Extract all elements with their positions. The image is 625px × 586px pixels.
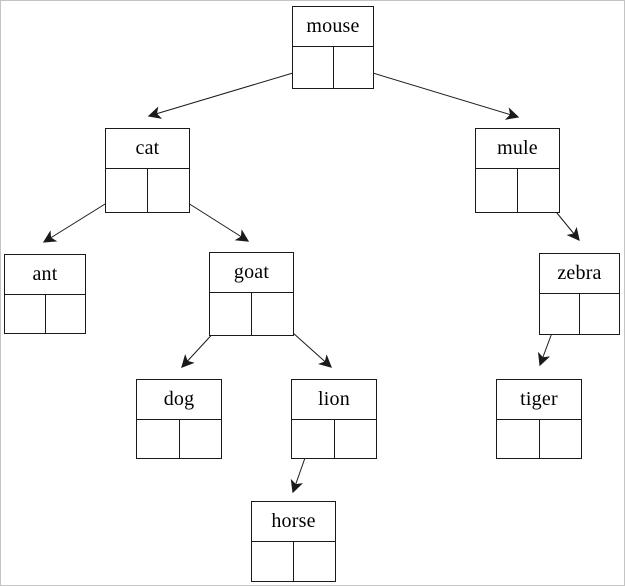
node-dog-label: dog bbox=[137, 380, 221, 420]
node-goat-pointer-cells bbox=[210, 293, 293, 335]
node-lion-right-pointer-cell bbox=[333, 420, 377, 458]
node-goat: goat bbox=[209, 252, 294, 336]
node-lion-pointer-cells bbox=[292, 420, 376, 458]
node-tiger-label: tiger bbox=[497, 380, 581, 420]
node-mouse-label: mouse bbox=[293, 7, 373, 47]
node-mouse-left-pointer-cell bbox=[293, 47, 333, 88]
node-tiger-right-pointer-cell bbox=[538, 420, 582, 458]
node-mouse: mouse bbox=[292, 6, 374, 89]
node-zebra-right-pointer-cell bbox=[579, 294, 619, 334]
edge-mouse-right-mule bbox=[352, 66, 520, 120]
node-goat-left-pointer-cell bbox=[210, 293, 251, 335]
node-horse: horse bbox=[251, 501, 336, 582]
node-zebra-label: zebra bbox=[540, 254, 619, 294]
node-mule-label: mule bbox=[476, 129, 559, 169]
node-cat: cat bbox=[105, 128, 190, 213]
node-horse-right-pointer-cell bbox=[293, 542, 335, 581]
node-tiger-left-pointer-cell bbox=[497, 420, 539, 458]
node-horse-left-pointer-cell bbox=[252, 542, 293, 581]
node-dog-pointer-cells bbox=[137, 420, 221, 458]
node-mule: mule bbox=[475, 128, 560, 213]
node-dog: dog bbox=[136, 379, 222, 459]
node-mule-pointer-cells bbox=[476, 169, 559, 212]
node-dog-right-pointer-cell bbox=[178, 420, 222, 458]
node-mule-right-pointer-cell bbox=[517, 169, 559, 212]
node-mule-left-pointer-cell bbox=[476, 169, 517, 212]
node-lion: lion bbox=[291, 379, 377, 459]
node-lion-label: lion bbox=[292, 380, 376, 420]
node-ant: ant bbox=[4, 254, 86, 334]
node-mouse-pointer-cells bbox=[293, 47, 373, 88]
node-goat-label: goat bbox=[210, 253, 293, 293]
node-mouse-right-pointer-cell bbox=[332, 47, 374, 88]
node-ant-left-pointer-cell bbox=[5, 295, 45, 333]
node-tiger: tiger bbox=[496, 379, 582, 459]
node-ant-pointer-cells bbox=[5, 295, 85, 333]
node-zebra: zebra bbox=[539, 253, 620, 335]
node-horse-label: horse bbox=[252, 502, 335, 542]
node-zebra-left-pointer-cell bbox=[540, 294, 579, 334]
node-tiger-pointer-cells bbox=[497, 420, 581, 458]
edge-mouse-left-cat bbox=[147, 66, 314, 119]
node-lion-left-pointer-cell bbox=[292, 420, 334, 458]
node-dog-left-pointer-cell bbox=[137, 420, 179, 458]
node-horse-pointer-cells bbox=[252, 542, 335, 581]
node-goat-right-pointer-cell bbox=[251, 293, 293, 335]
node-ant-right-pointer-cell bbox=[44, 295, 86, 333]
node-cat-right-pointer-cell bbox=[147, 169, 189, 212]
node-ant-label: ant bbox=[5, 255, 85, 295]
node-cat-pointer-cells bbox=[106, 169, 189, 212]
node-cat-left-pointer-cell bbox=[106, 169, 147, 212]
node-zebra-pointer-cells bbox=[540, 294, 619, 334]
node-cat-label: cat bbox=[106, 129, 189, 169]
